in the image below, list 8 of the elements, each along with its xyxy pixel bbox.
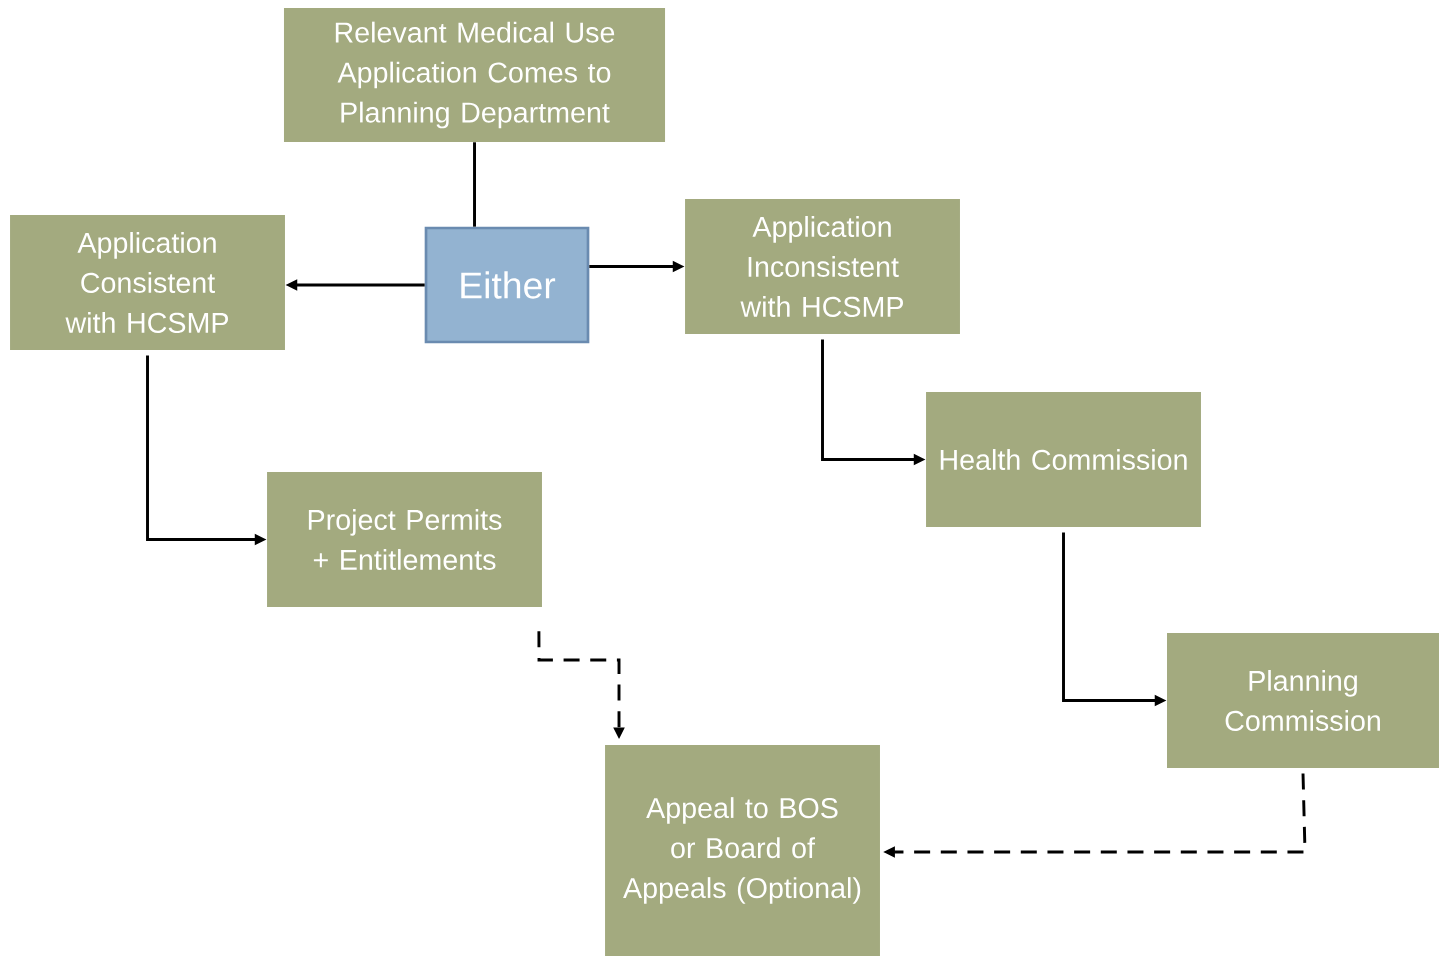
process-box: Planning Commission (1167, 633, 1439, 768)
process-box: Application Inconsistent with HCSMP (685, 199, 960, 334)
process-box: Health Commission (926, 392, 1201, 527)
process-box: Relevant Medical Use Application Comes to Planning Department (284, 8, 666, 142)
process-box: Appeal to BOS or Board of Appeals (Optional) (605, 745, 880, 956)
decision-box: Either (424, 226, 590, 344)
process-box: Application Consistent with HCSMP (10, 215, 285, 350)
process-box: Project Permits + Entitlements (267, 472, 542, 607)
